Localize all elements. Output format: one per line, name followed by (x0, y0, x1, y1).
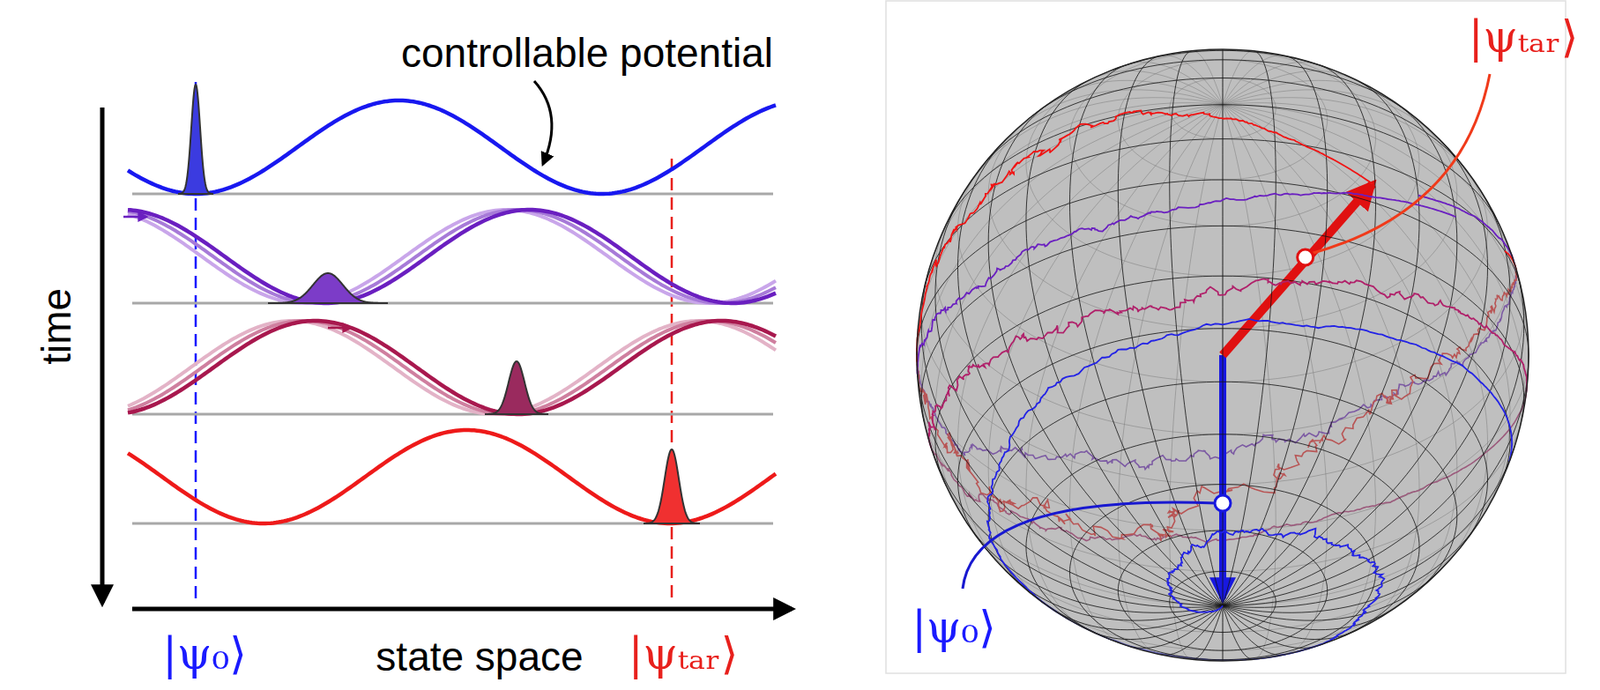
front-trajectory (916, 110, 1373, 351)
front-trajectory (1504, 251, 1516, 268)
front-gridline (921, 225, 1223, 423)
front-gridline (988, 104, 1223, 607)
target-marker (1297, 249, 1314, 266)
potential-curve (127, 320, 776, 415)
front-gridline (1070, 484, 1377, 661)
potential-curve (127, 100, 776, 194)
potential-curve (127, 209, 776, 304)
front-gridline (1091, 605, 1223, 640)
front-gridline (930, 445, 1223, 608)
front-gridline (1222, 381, 1458, 592)
front-gridline (1028, 59, 1223, 120)
sphere-front (916, 49, 1529, 662)
sphere-back (916, 49, 1529, 662)
front-gridline (1222, 328, 1489, 538)
potential-curve (127, 430, 776, 524)
left-panel (102, 81, 792, 610)
front-gridline (1070, 65, 1224, 606)
baseline (132, 413, 774, 417)
front-gridline (1222, 142, 1489, 607)
time-axis (100, 107, 105, 603)
front-gridline (1112, 50, 1223, 70)
front-gridline (1222, 49, 1224, 606)
front-trajectory (1167, 528, 1385, 653)
potential-ghost (127, 209, 776, 304)
panel-frame (885, 0, 1566, 674)
front-gridline (1222, 573, 1437, 622)
front-gridline (1222, 191, 1511, 606)
initial-state-label: |ψ₀⟩ (162, 630, 247, 679)
front-gridline (976, 78, 1223, 174)
wave-packet (484, 361, 549, 415)
potential-ghost (127, 320, 776, 415)
front-gridline (957, 142, 1223, 607)
front-gridline (1222, 139, 1521, 289)
initial-marker (1214, 495, 1231, 512)
front-trajectory (928, 278, 1527, 448)
shift-arrow (123, 215, 147, 219)
axis-label: state space (375, 634, 583, 680)
initial-leader (962, 502, 1217, 589)
front-gridline (1222, 59, 1413, 116)
target-leader (1310, 74, 1490, 254)
front-gridline (1169, 571, 1277, 633)
target-state-label: |ψₜₐᵣ⟩ (628, 630, 739, 679)
front-gridline (957, 328, 1223, 543)
pointer-arrow (534, 81, 552, 164)
shift-arrow (327, 327, 351, 330)
front-gridline (916, 179, 1223, 356)
front-gridline (935, 191, 1223, 606)
front-gridline (1222, 56, 1328, 606)
baseline (132, 302, 774, 306)
front-gridline (1222, 605, 1224, 662)
bloch-sphere (916, 49, 1529, 662)
front-gridline (1222, 81, 1420, 607)
wave-packet (178, 84, 214, 194)
front-gridline (988, 381, 1223, 596)
front-gridline (922, 139, 1223, 295)
front-trajectory (1418, 195, 1514, 261)
target-guide (670, 158, 674, 605)
front-gridline (1222, 275, 1511, 481)
front-gridline (1222, 179, 1529, 356)
sphere-outline (916, 49, 1529, 662)
front-gridline (1222, 445, 1516, 608)
front-gridline (1026, 81, 1223, 607)
front-trajectory (987, 319, 1512, 613)
front-gridline (1222, 104, 1499, 224)
initial-state-label: |ψ₀⟩ (911, 603, 997, 653)
bloch-panel (885, 0, 1566, 674)
front-gridline (1222, 50, 1327, 67)
potential-ghost (127, 320, 776, 415)
front-trajectory (916, 193, 1456, 376)
potential-label: controllable potential (401, 30, 774, 76)
target-state-label: |ψₜₐᵣ⟩ (1468, 13, 1579, 62)
front-gridline (1222, 78, 1466, 169)
baseline (132, 193, 774, 196)
state-axis (132, 607, 792, 612)
potential-ghost (127, 209, 776, 304)
wave-packet (267, 273, 388, 304)
time-label: time (34, 288, 80, 365)
front-gridline (1222, 605, 1355, 640)
front-gridline (1222, 65, 1377, 606)
front-gridline (1117, 530, 1327, 651)
wave-packet (643, 449, 700, 524)
